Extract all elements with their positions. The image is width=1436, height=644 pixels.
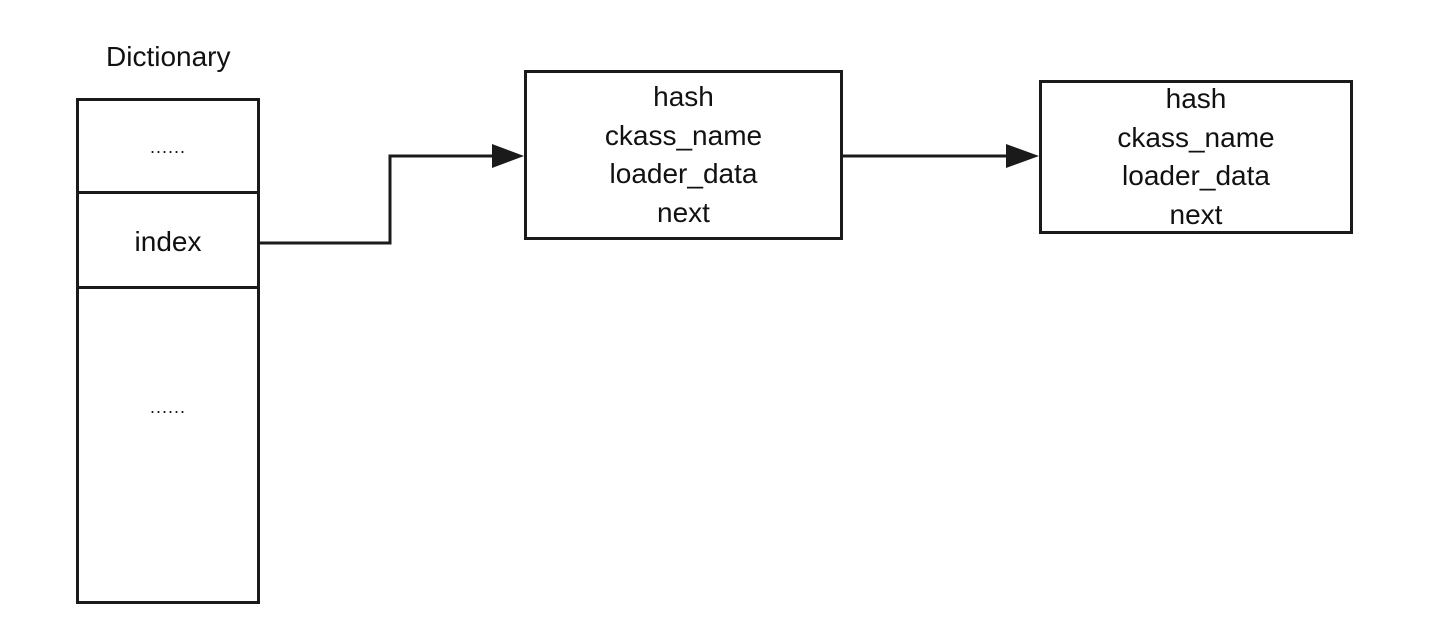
dictionary-cell-label: ...... [149, 397, 186, 417]
node-field-loader-data: loader_data [1122, 160, 1270, 191]
dictionary-title: Dictionary [106, 41, 231, 72]
node-field-next: next [657, 196, 710, 228]
arrow-index-to-node-1 [258, 154, 494, 245]
dictionary-cell-ellipsis-top: ...... [76, 98, 260, 194]
node-field-class-name: ckass_name [604, 119, 763, 151]
node-field-next: next [1169, 198, 1223, 230]
dictionary-cell-ellipsis-bottom: ...... [76, 286, 260, 604]
arrowhead-node-1 [492, 144, 524, 168]
entry-node-1: hash ckass_name loader_data next [524, 70, 843, 240]
dictionary-cell-label: index [134, 225, 202, 257]
node-field-hash: hash [653, 81, 714, 112]
entry-node-2: hash ckass_name loader_data next [1039, 80, 1353, 234]
arrowhead-node-2 [1006, 144, 1039, 168]
node-field-hash: hash [1165, 83, 1227, 114]
node-field-class-name: ckass_name [1117, 121, 1275, 153]
dictionary-cell-label: ...... [149, 137, 186, 157]
node-field-loader-data: loader_data [609, 158, 758, 189]
dictionary-cell-index: index [76, 191, 260, 289]
